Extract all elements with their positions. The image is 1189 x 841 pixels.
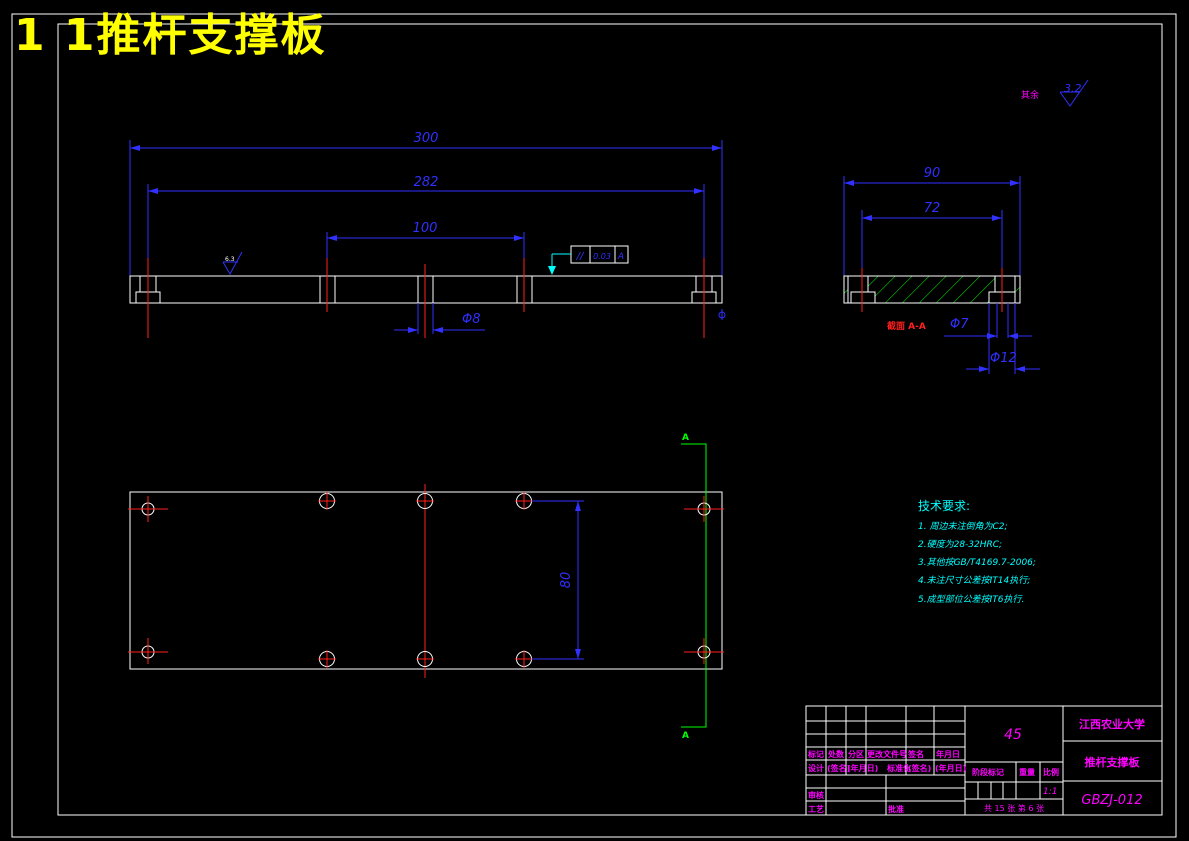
tech-requirements: 技术要求: 1. 周边未注倒角为C2; 2.硬度为28-32HRC; 3.其他按… [918, 499, 1036, 605]
roughness-note-label: 其余 [1021, 89, 1039, 101]
roughness-note: 其余 3.2 [1021, 79, 1089, 107]
tb-label: 设计 [808, 763, 824, 773]
tb-label: 处数 [827, 749, 845, 759]
tech-item: 1. 周边未注倒角为C2; [918, 521, 1008, 532]
front-view: 300 282 100 Φ8 6 [129, 131, 726, 338]
section-view: 90 72 Φ7 Φ12 截面 A-A [843, 166, 1040, 374]
tb-material: 45 [1004, 727, 1022, 743]
hole-b2 [416, 651, 434, 667]
dim-inner-text: 72 [924, 201, 941, 216]
parallelism-icon: // [576, 251, 585, 262]
dim-vertical-text: 80 [559, 572, 574, 589]
dim-large-dia-text: Φ12 [990, 351, 1017, 366]
tech-heading: 技术要求: [918, 499, 970, 513]
datum-symbol-icon [718, 309, 726, 320]
roughness-symbol-icon [1059, 79, 1089, 107]
title-block [805, 705, 1163, 816]
section-cut-line [681, 443, 707, 728]
tolerance-frame: // 0.03 A [548, 245, 629, 275]
front-plate-outline [129, 275, 723, 304]
tb-drawing-no: GBZJ-012 [1081, 793, 1142, 808]
tb-label: 签名 [907, 749, 924, 759]
hole-tr [684, 496, 724, 522]
dim-overall-text: 300 [414, 131, 439, 146]
section-label: 截面 A-A [887, 320, 926, 332]
title-block-text: 标记 处数 分区 更改文件号 签名 年月日 设计 (签名) (年月日) 标准化 … [807, 717, 1145, 814]
tb-sheet-info: 共 15 张 第 6 张 [984, 803, 1044, 813]
section-marker-top: A [682, 433, 689, 443]
page-title: 1 1推杆支撑板 [14, 10, 327, 61]
hole-br [684, 638, 724, 664]
tb-label: (年月日) [847, 763, 878, 773]
tb-process-label: 工艺 [808, 804, 824, 814]
tb-weight-label: 重量 [1019, 767, 1035, 777]
tech-item: 3.其他按GB/T4169.7-2006; [918, 557, 1036, 568]
hole-t2 [416, 493, 434, 509]
tb-scale: 1:1 [1043, 787, 1057, 797]
dim-center-span-text: 100 [413, 221, 438, 236]
hole-t3 [515, 492, 533, 510]
dim-width-text: 90 [924, 166, 941, 181]
tb-label: 标记 [807, 749, 824, 759]
tb-school: 江西农业大学 [1079, 717, 1145, 731]
section-marker-bottom: A [682, 731, 689, 741]
hole-b1 [318, 650, 336, 668]
roughness-top-icon [222, 251, 243, 276]
tolerance-value: 0.03 [593, 252, 611, 261]
hole-bl [128, 638, 168, 664]
tb-label: (年月日) [935, 763, 966, 773]
tolerance-datum: A [617, 252, 624, 262]
plan-view: A A [128, 433, 724, 741]
outer-frame [11, 13, 1177, 838]
tech-item: 4.未注尺寸公差按IT14执行; [918, 575, 1030, 586]
tb-review-label: 审核 [808, 790, 824, 800]
dim-hole-dia-text: Φ8 [462, 312, 481, 327]
tb-part-name: 推杆支撑板 [1085, 755, 1141, 769]
tech-item: 2.硬度为28-32HRC; [918, 539, 1002, 550]
tb-label: 标准化 [886, 763, 911, 773]
hole-t1 [318, 492, 336, 510]
tb-approve-label: 批准 [888, 804, 904, 814]
hole-tl [128, 496, 168, 522]
tb-stage-label: 阶段标记 [972, 767, 1004, 777]
roughness-note-value: 3.2 [1064, 82, 1082, 95]
leader-arrow-icon [548, 266, 556, 275]
tb-label: 年月日 [936, 749, 960, 759]
tb-scale-label: 比例 [1043, 767, 1059, 777]
roughness-top-value: 6.3 [225, 256, 235, 263]
tb-label: 更改文件号 [867, 749, 907, 759]
dim-small-dia-text: Φ7 [950, 317, 969, 332]
hole-b3 [515, 650, 533, 668]
tb-label: (签名) [827, 763, 850, 773]
inner-frame [57, 23, 1163, 816]
plan-plate-outline [129, 491, 723, 670]
tb-label: 分区 [848, 749, 864, 759]
tech-item: 5.成型部位公差按IT6执行. [918, 594, 1024, 605]
tb-label: (签名) [908, 763, 931, 773]
dim-hole-span-text: 282 [414, 175, 439, 190]
